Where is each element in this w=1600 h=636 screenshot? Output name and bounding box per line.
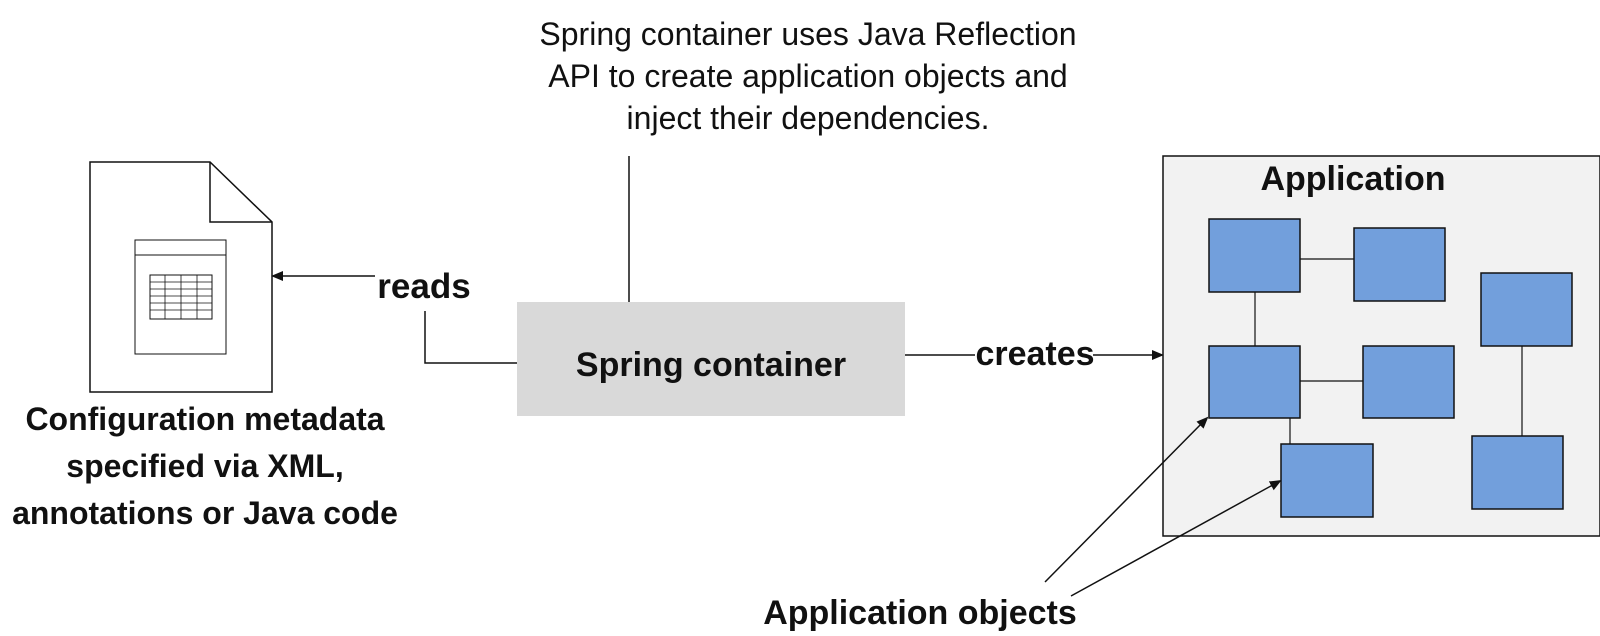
configuration-caption-line-3: annotations or Java code: [12, 495, 398, 531]
application-object: [1208, 345, 1301, 419]
application-object: [1471, 435, 1564, 510]
document-fold: [209, 162, 272, 223]
reads-label: reads: [377, 267, 470, 306]
spreadsheet-icon: [134, 239, 227, 355]
callout-arrow-to-object-bottom: [1070, 480, 1282, 597]
spring-container-label: Spring container: [576, 346, 846, 384]
reflection-note-line-2: API to create application objects and: [548, 58, 1067, 94]
application-object: [1353, 227, 1446, 302]
application-object: [1362, 345, 1455, 419]
reads-connector: [424, 311, 517, 364]
application-title: Application: [1260, 160, 1445, 198]
application-objects-label: Application objects: [763, 594, 1077, 632]
reflection-note-line-1: Spring container uses Java Reflection: [539, 16, 1076, 52]
application-object: [1480, 272, 1573, 347]
callout-arrow-to-object-left: [1044, 416, 1209, 583]
creates-label: creates: [975, 335, 1094, 373]
application-object: [1280, 443, 1374, 518]
configuration-caption-line-2: specified via XML,: [66, 448, 343, 484]
reads-relationship: reads: [271, 267, 517, 364]
configuration-metadata-caption: Configuration metadata specified via XML…: [12, 401, 398, 531]
spring-container-box: Spring container: [517, 302, 905, 416]
spring-container-panel: [517, 302, 905, 416]
creates-relationship: creates: [905, 335, 1164, 373]
reflection-note-line-3: inject their dependencies.: [627, 100, 990, 136]
application-objects-callout: Application objects: [763, 416, 1282, 632]
configuration-caption-line-1: Configuration metadata: [25, 401, 384, 437]
reflection-note: Spring container uses Java Reflection AP…: [539, 16, 1077, 302]
application-panel: Application: [1162, 155, 1600, 537]
document-icon: [89, 161, 273, 393]
application-object: [1208, 218, 1301, 293]
